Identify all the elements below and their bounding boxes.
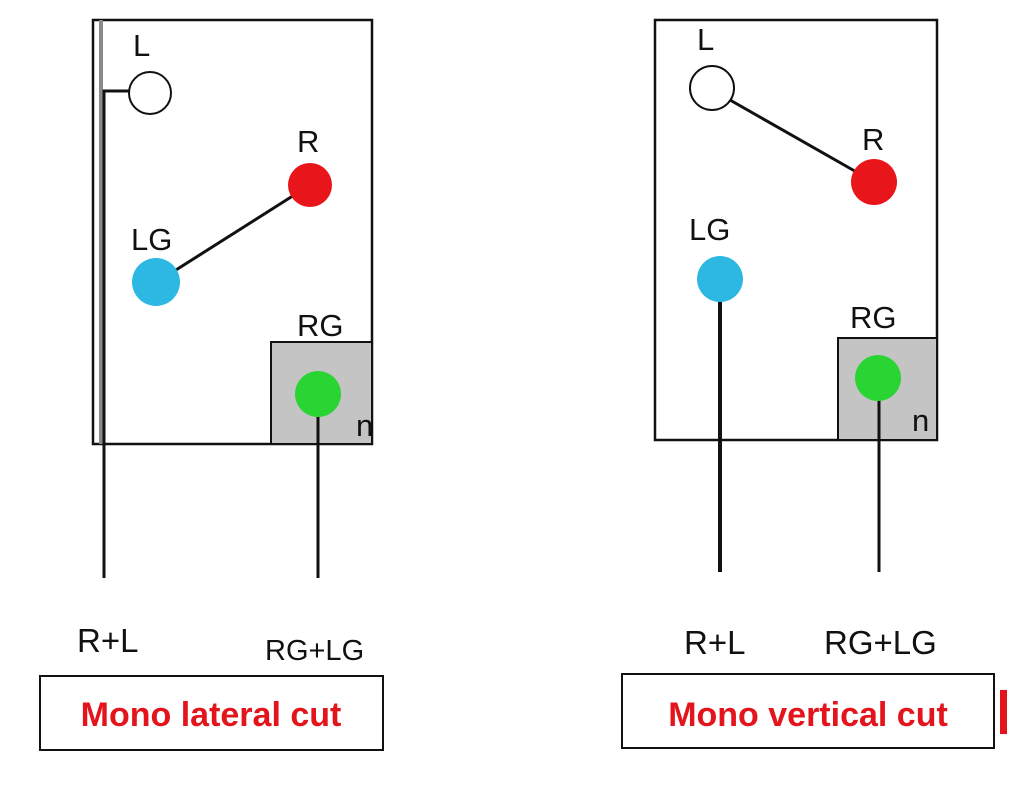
left-lg-label: LG bbox=[131, 222, 172, 257]
right-ground-mark: n bbox=[912, 403, 929, 438]
left-lg-r-link bbox=[156, 183, 311, 284]
left-l-label: L bbox=[133, 28, 150, 63]
left-r-label: R bbox=[297, 124, 319, 159]
right-panel: L R LG RG n R+L RG+LG Mono vertical cut bbox=[621, 18, 1007, 749]
right-l-r-link bbox=[729, 98, 875, 184]
left-output-l: R+L bbox=[77, 622, 138, 659]
left-r-node bbox=[288, 163, 332, 207]
right-r-node bbox=[851, 159, 897, 205]
right-lg-node bbox=[697, 256, 743, 302]
right-l-label: L bbox=[697, 22, 714, 57]
left-l-node bbox=[128, 71, 172, 115]
right-caption-box bbox=[621, 673, 995, 749]
left-rg-label: RG bbox=[297, 308, 344, 343]
left-l-wire bbox=[102, 89, 132, 578]
right-caption: Mono vertical cut bbox=[668, 696, 948, 734]
right-l-node bbox=[689, 65, 735, 111]
left-caption-box bbox=[39, 675, 384, 751]
right-r-label: R bbox=[862, 122, 884, 157]
right-rg-label: RG bbox=[850, 300, 897, 335]
right-rg-node bbox=[855, 355, 901, 401]
right-edge-red-mark bbox=[1000, 690, 1007, 734]
right-output-l: R+L bbox=[684, 624, 745, 661]
left-ground-mark: n bbox=[356, 408, 373, 443]
left-output-r: RG+LG bbox=[265, 635, 364, 667]
left-panel: L R LG RG n R+L RG+LG Mono lateral cut bbox=[39, 18, 384, 751]
left-rg-node bbox=[295, 371, 341, 417]
right-lg-label: LG bbox=[689, 212, 730, 247]
right-output-r: RG+LG bbox=[824, 624, 937, 661]
left-caption: Mono lateral cut bbox=[81, 696, 342, 734]
left-lg-node bbox=[132, 258, 180, 306]
